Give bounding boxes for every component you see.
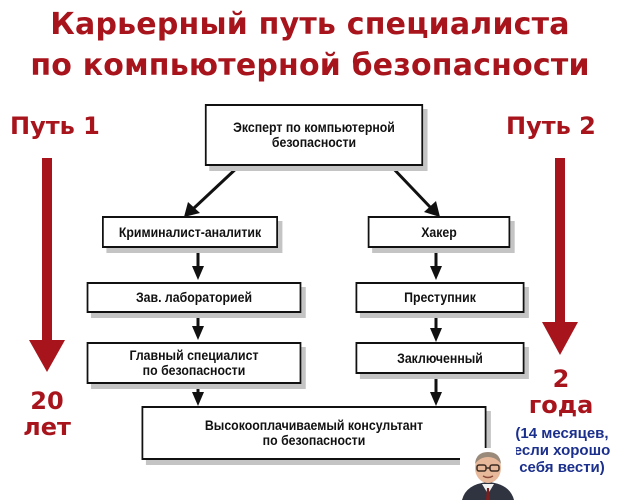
box-prisoner: Заключенный — [355, 342, 525, 374]
box-criminal: Преступник — [355, 282, 525, 313]
box-lab-head: Зав. лабораторией — [86, 282, 302, 313]
path1-arrow — [29, 158, 65, 372]
box-prisoner-label: Заключенный — [397, 349, 483, 366]
connector-top-right — [388, 163, 433, 210]
box-consultant-line2: по безопасности — [262, 432, 366, 448]
page-title-line1: Карьерный путь специалиста — [50, 7, 570, 42]
path2-note: (14 месяцев, если хорошо себя вести) — [506, 425, 618, 476]
path1-duration-value: 20 — [30, 387, 64, 415]
box-chief-specialist-line1: Главный специалист — [129, 347, 259, 363]
path2-duration: 2 года — [516, 366, 606, 418]
box-lab-head-label: Зав. лабораторией — [135, 289, 253, 305]
page-title-line2: по компьютерной безопасности — [30, 48, 590, 83]
path2-arrow — [542, 158, 578, 355]
box-hacker-label: Хакер — [421, 223, 457, 240]
path2-note-line2: если хорошо — [513, 442, 611, 459]
box-expert-line1: Эксперт по компьютерной — [233, 119, 395, 135]
box-chief-specialist-line2: по безопасности — [142, 362, 246, 378]
box-expert-line2: безопасности — [271, 134, 357, 150]
box-right-hacker: Хакер — [367, 216, 511, 248]
box-criminal-label: Преступник — [404, 289, 476, 305]
path2-label: Путь 2 — [506, 112, 596, 140]
path2-note-line3: себя вести) — [519, 459, 605, 476]
path1-duration: 20 лет — [18, 388, 76, 440]
avatar — [460, 448, 516, 500]
path2-note-line1: (14 месяцев, — [515, 425, 609, 442]
path2-duration-unit: года — [528, 391, 594, 419]
path1-label: Путь 1 — [10, 112, 100, 140]
box-consultant-line1: Высокооплачиваемый консультант — [204, 417, 424, 433]
box-forensic-analyst: Криминалист-аналитик — [102, 216, 278, 248]
box-forensic-analyst-label: Криминалист-аналитик — [118, 223, 262, 240]
path1-duration-unit: лет — [23, 413, 71, 441]
connector-top-left — [191, 163, 242, 211]
path2-duration-value: 2 — [552, 365, 570, 393]
